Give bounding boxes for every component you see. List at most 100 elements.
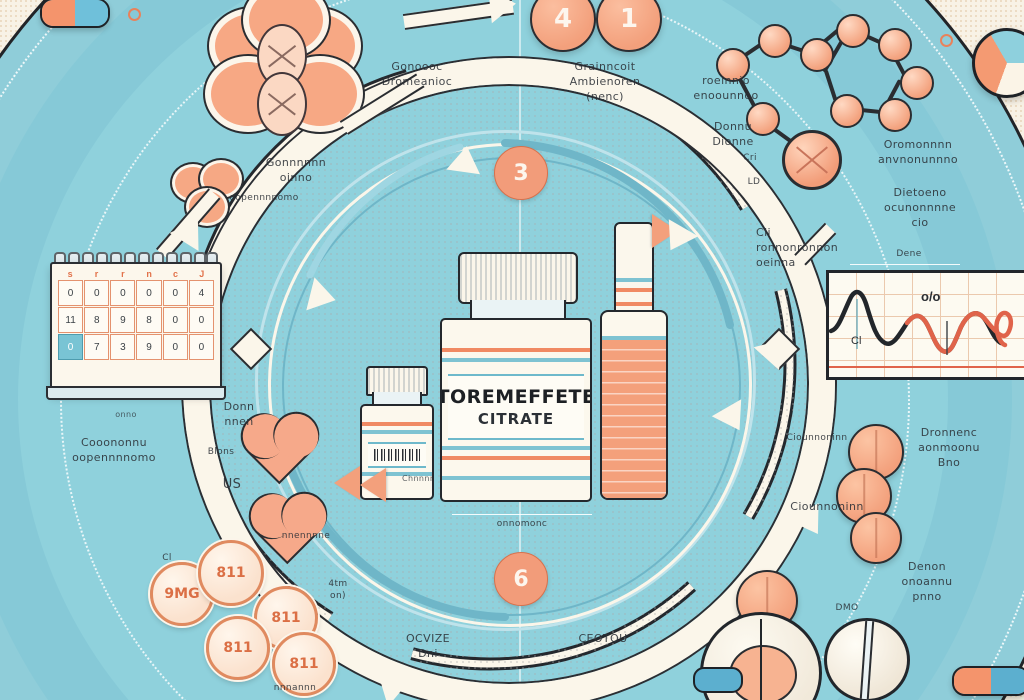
bottle-stripe [442, 358, 590, 362]
annotation-line: Dni [418, 646, 438, 660]
chart-baseline [829, 366, 1024, 368]
calendar-cell[interactable]: 0 [110, 280, 136, 306]
arrow-up-white [446, 143, 484, 175]
annotation-line: enoounnoo [693, 88, 759, 102]
annotation-right-mid: Cli ronnonronnon oeinna [756, 226, 876, 271]
annotation-right-mid-lower: Ciounnoninn [772, 500, 882, 515]
calendar-cell[interactable]: 8 [136, 307, 162, 333]
arrow-left-mid-salmon [360, 468, 386, 502]
annotation-rule-right [850, 264, 960, 265]
ampoule-stripe [602, 336, 666, 340]
pie-tablet-top-right [972, 28, 1024, 98]
annotation-line: Grainncoit [574, 60, 636, 73]
round-pill: 811 [206, 616, 270, 680]
annotation-line: Cli [756, 226, 771, 239]
pill-splitter-dish[interactable] [693, 612, 822, 700]
arrow-left-salmon [334, 466, 360, 500]
annotation-line: ronnonronnon [756, 240, 839, 254]
annotation-line: nnen [224, 414, 254, 428]
calendar-cell[interactable]: 0 [188, 334, 214, 360]
annotation-molecule-tag-1: Cri [730, 152, 770, 164]
annotation-left-mid-2: Donn nnen [204, 400, 274, 430]
annotation-mid-note: 4tm on) [312, 578, 364, 602]
annotation-line: 4tm [328, 579, 348, 589]
calendar-cell[interactable]: 0 [58, 280, 84, 306]
calendar-cell[interactable]: 0 [162, 334, 188, 360]
annotation-left-marker: Cl [152, 552, 182, 564]
annotation-left-tiny-2: US [212, 476, 252, 494]
calendar-cell[interactable]: 11 [58, 307, 84, 333]
annotation-line: LD [747, 177, 761, 187]
trend-chart[interactable]: o/o Cl [826, 270, 1024, 380]
chart-value-label: o/o [921, 289, 941, 304]
bottle-body: TOREMEFFETE CITRATE [440, 318, 592, 502]
ampoule-liquid [602, 338, 666, 498]
annotation-right-lower-2: Ciounnoninn [772, 432, 862, 444]
calendar-grid: 0 0 0 0 0 4 11 8 9 8 0 0 0 7 3 9 0 0 [52, 280, 220, 366]
decor-dot [128, 8, 141, 21]
calendar-cell[interactable]: 0 [162, 280, 188, 306]
calendar-cell[interactable]: 3 [110, 334, 136, 360]
calendar-cell[interactable]: 0 [162, 307, 188, 333]
molecule-atom [900, 66, 934, 100]
calendar-cell[interactable]: 9 [110, 307, 136, 333]
round-pill: 811 [272, 632, 336, 696]
capsule-top-left [40, 0, 110, 28]
numbered-tablet-1[interactable]: 1 [596, 0, 662, 52]
calendar-weekday-row: s r r n c J [52, 264, 220, 280]
bottle-stripe [442, 446, 590, 450]
annotation-bottom-center: OCVIZE Dni [388, 632, 468, 662]
main-medicine-bottle[interactable]: TOREMEFFETE CITRATE [440, 252, 592, 502]
bottle-label [368, 442, 426, 468]
annotation-line: aonmoonu [918, 440, 980, 454]
bottle-cap [458, 252, 578, 304]
annotation-line: nnnannn [273, 683, 317, 693]
calendar-cell[interactable]: 8 [84, 307, 110, 333]
calendar-cell[interactable]: 0 [84, 280, 110, 306]
annotation-line: Cri [743, 153, 757, 163]
annotation-right-upper: Oromonnnn anvnonunnno [848, 138, 988, 168]
small-bottle-caption: Chnnnnnnnin [402, 474, 432, 483]
calendar-cell[interactable]: 7 [84, 334, 110, 360]
annotation-line: cio [911, 215, 929, 229]
step-badge-top[interactable]: 3 [494, 146, 548, 200]
calendar-cell[interactable]: 9 [136, 334, 162, 360]
molecule-atom [830, 94, 864, 128]
annotation-line: on) [330, 591, 346, 602]
ampoule-stripe [616, 278, 652, 282]
calendar-weekday: J [199, 269, 205, 279]
calendar-cell[interactable]: 4 [188, 280, 214, 306]
bottle-body: Chnnnnnnnin [360, 404, 434, 500]
annotation-line: oeinna [756, 255, 796, 269]
ampoule-vial[interactable] [600, 222, 668, 500]
annotation-line: anvnonunnno [878, 152, 958, 166]
product-name: TOREMEFFETE [440, 386, 592, 408]
center-caption: onnomonc [496, 519, 548, 529]
inner-cycle-arrows [276, 139, 734, 621]
small-medicine-bottle[interactable]: Chnnnnnnnin [358, 366, 434, 500]
bottle-stripe [442, 456, 590, 460]
bottle-neck [470, 300, 566, 322]
step-badge-bottom[interactable]: 6 [494, 552, 548, 606]
annotation-line: Blons [207, 447, 235, 457]
molecule-atom [716, 48, 750, 82]
molecule-atom-large [782, 130, 842, 190]
calendar-cell[interactable]: 0 [188, 307, 214, 333]
annotation-line: onoannu [901, 574, 953, 588]
annotation-bottom-center-3: DMO [822, 602, 872, 614]
annotation-line: Bno [937, 455, 961, 469]
annotation-line: oopennnnomo [72, 450, 156, 464]
calendar-cell[interactable]: 0 [136, 280, 162, 306]
desk-calendar[interactable]: s r r n c J 0 0 0 0 0 4 11 8 9 8 0 0 0 7… [50, 262, 222, 394]
annotation-line: Dionne [712, 134, 754, 148]
product-subtitle: CITRATE [477, 410, 555, 428]
numbered-tablet-4[interactable]: 4 [530, 0, 596, 52]
annotation-line: CEOTOU [578, 632, 628, 645]
bottle-stripe [362, 430, 432, 434]
annotation-gonooc: Gonnnnnn oinno [236, 156, 356, 186]
annotation-line: Donn [223, 400, 255, 413]
annotation-left-node: oopennnnomo [204, 192, 324, 204]
annotation-top-left: Gonoooc Dromeanioc [352, 60, 482, 90]
calendar-cell-highlighted[interactable]: 0 [58, 334, 84, 360]
calendar-weekday: s [67, 269, 73, 279]
